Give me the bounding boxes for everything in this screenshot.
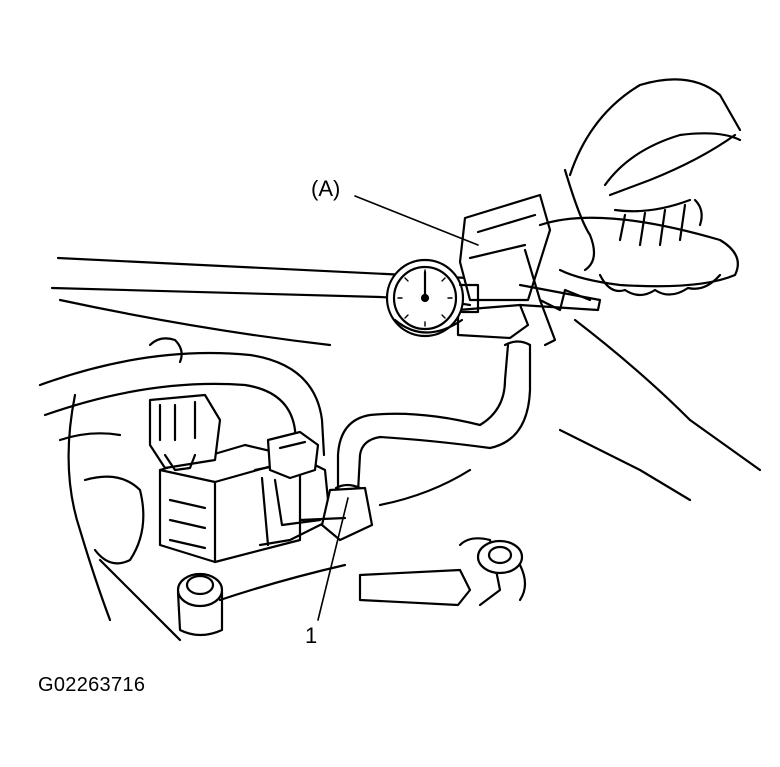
vacuum-hose	[334, 340, 532, 507]
background-hose	[38, 351, 326, 457]
solenoid-valve	[148, 393, 332, 564]
leader-lines	[317, 195, 479, 621]
engine-background	[67, 337, 183, 642]
callout-a-label: (A)	[311, 176, 341, 201]
figure-code: G02263716	[38, 674, 146, 696]
bracket	[358, 537, 527, 607]
mount-bolt	[176, 563, 347, 637]
callout-1-label: 1	[305, 623, 318, 648]
hand-vacuum-pump	[456, 193, 739, 347]
hand-icon	[563, 78, 742, 272]
hose-clip	[298, 486, 374, 542]
pressure-gauge-icon	[385, 258, 480, 338]
